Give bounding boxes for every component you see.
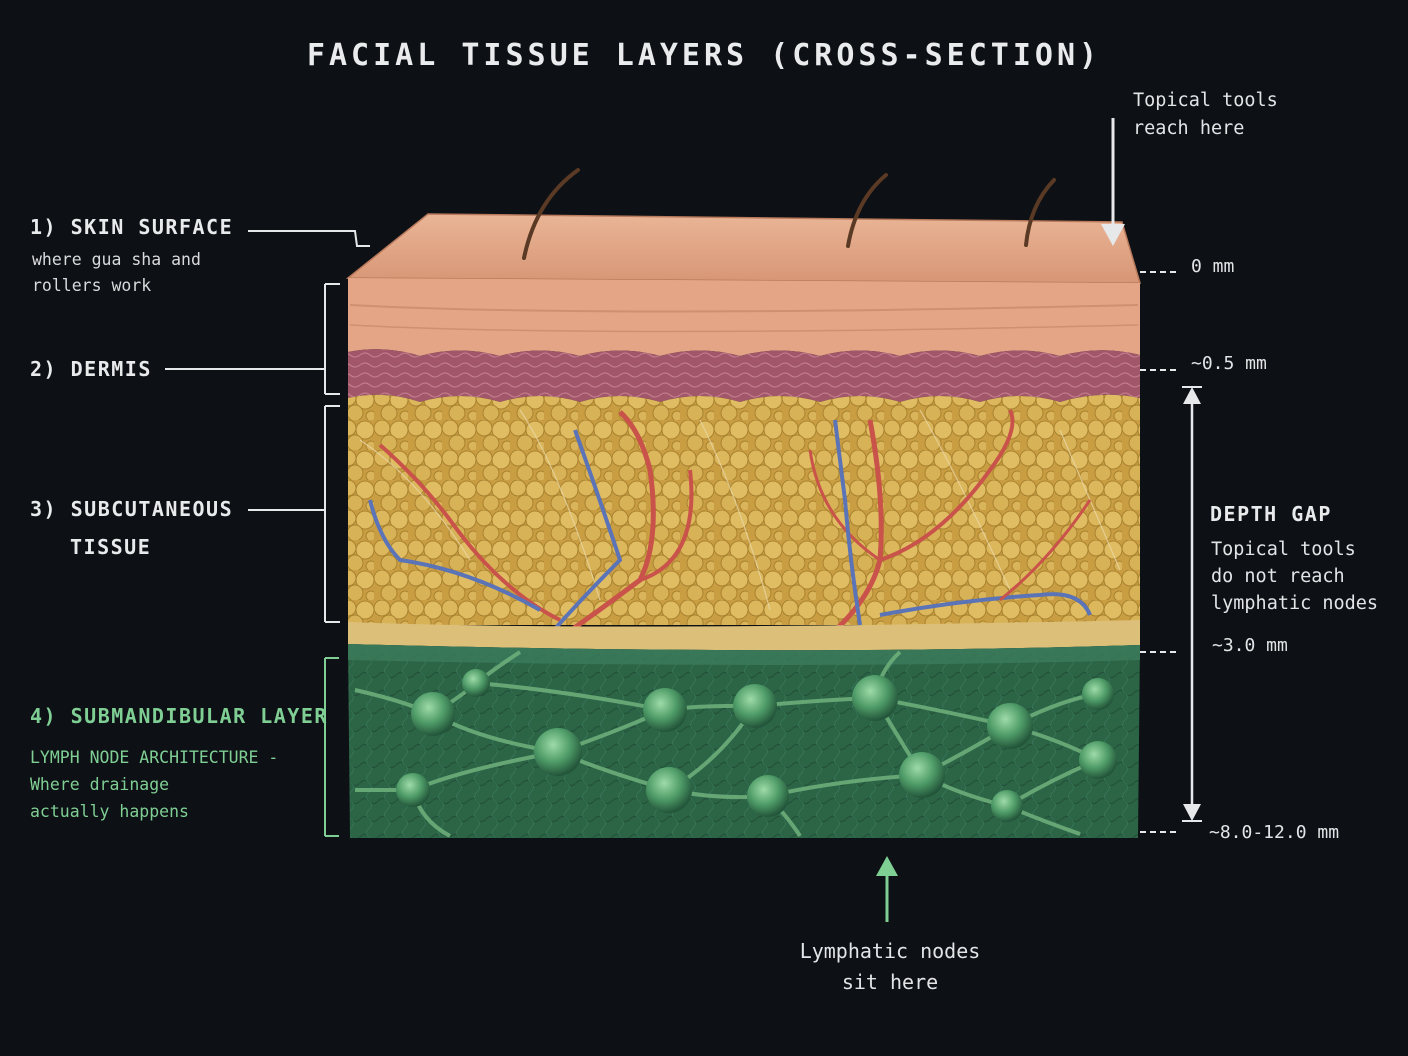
lymph-callout-line-1: Lymphatic nodes bbox=[799, 939, 981, 963]
depth-gap-text: Topical tools do not reach lymphatic nod… bbox=[1211, 536, 1378, 617]
lymph-nodes-callout: Lymphatic nodes sit here bbox=[760, 936, 1020, 998]
topical-reach-line-2: reach here bbox=[1133, 118, 1245, 139]
skin-surface-note-line-2: rollers work bbox=[32, 276, 152, 295]
submandibular-note: LYMPH NODE ARCHITECTURE - Where drainage… bbox=[30, 744, 278, 825]
depth-gap-line-1: Topical tools bbox=[1211, 539, 1356, 560]
skin-surface-note-line-1: where gua sha and bbox=[32, 250, 201, 269]
depth-mark-0-5mm: ~0.5 mm bbox=[1191, 353, 1267, 374]
diagram-title: FACIAL TISSUE LAYERS (CROSS-SECTION) bbox=[306, 38, 1102, 73]
depth-gap-title: DEPTH GAP bbox=[1210, 502, 1332, 526]
depth-gap-line-3: lymphatic nodes bbox=[1211, 593, 1379, 614]
lymph-callout-line-2: sit here bbox=[841, 970, 939, 994]
topical-reach-label: Topical tools reach here bbox=[1133, 87, 1278, 143]
submandibular-note-line-2: Where drainage bbox=[30, 775, 170, 794]
skin-surface-note: where gua sha and rollers work bbox=[32, 247, 201, 299]
subcutaneous-label-line-1: 3) SUBCUTANEOUS bbox=[30, 497, 234, 521]
topical-reach-line-1: Topical tools bbox=[1133, 90, 1278, 111]
submandibular-note-line-3: actually happens bbox=[30, 802, 189, 821]
depth-mark-0mm: 0 mm bbox=[1191, 256, 1235, 277]
depth-mark-8-12mm: ~8.0-12.0 mm bbox=[1209, 822, 1340, 843]
depth-gap-line-2: do not reach bbox=[1211, 566, 1345, 587]
depth-mark-3mm: ~3.0 mm bbox=[1212, 635, 1288, 656]
subcutaneous-label-line-2: TISSUE bbox=[70, 535, 152, 559]
submandibular-note-line-1: LYMPH NODE ARCHITECTURE - bbox=[30, 748, 279, 767]
submandibular-label: 4) SUBMANDIBULAR LAYER bbox=[30, 704, 328, 728]
dermis-label: 2) DERMIS bbox=[30, 357, 152, 381]
skin-surface-label: 1) SKIN SURFACE bbox=[30, 215, 234, 239]
